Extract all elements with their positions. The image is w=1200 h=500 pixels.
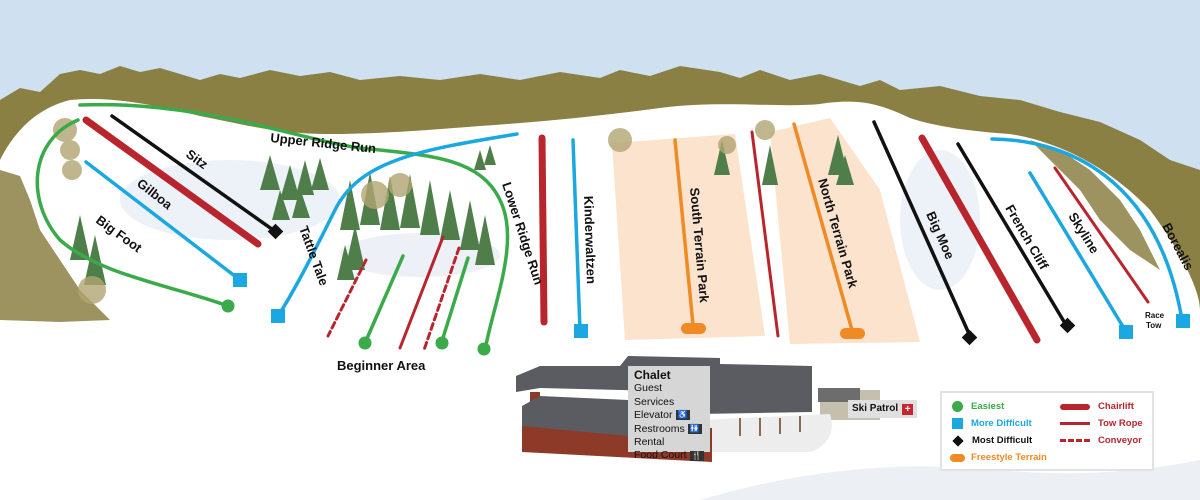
- trail-gilboa: [84, 160, 242, 282]
- more-difficult-marker: [1119, 325, 1133, 339]
- thin-red-line-icon: [1060, 422, 1090, 425]
- restroom-icon: 🚻: [687, 423, 702, 434]
- trail-kinderwaltzen: [571, 138, 582, 332]
- legend-chairlift: Chairlift: [1060, 401, 1134, 412]
- legend-tow-rope: Tow Rope: [1060, 418, 1143, 429]
- accessibility-icon: ♿: [675, 410, 690, 421]
- trail-beginner-2: [440, 256, 470, 343]
- chairlift: [82, 116, 262, 248]
- trail-skyline: [1028, 171, 1127, 332]
- chalet-title: Chalet: [634, 368, 671, 382]
- legend-most-difficult: Most Difficult: [952, 434, 1032, 447]
- most-difficult-trails: [110, 114, 1068, 338]
- chairlift: [538, 134, 548, 326]
- green-circle-icon: [952, 401, 963, 412]
- freestyle-marker: [681, 323, 706, 334]
- trail-big-foot: [35, 118, 230, 308]
- evergreen-trees: [70, 135, 854, 285]
- legend-conveyor: Conveyor: [1060, 435, 1142, 446]
- easiest-marker: [477, 342, 491, 356]
- thick-red-line-icon: [1060, 403, 1090, 410]
- trail-french-cliff: [956, 142, 1068, 327]
- label-beginner-area: Beginner Area: [337, 358, 426, 373]
- ski-patrol-label: Ski Patrol+: [848, 400, 918, 418]
- trail-north-terrain-park: [792, 122, 854, 332]
- conveyor: [326, 258, 368, 338]
- trail-sitz: [110, 114, 278, 234]
- easiest-marker: [358, 336, 372, 350]
- freestyle-trails: [673, 122, 854, 332]
- more-difficult-marker: [574, 324, 588, 338]
- trail-big-moe: [872, 120, 972, 338]
- trail-upper-ridge-run: [78, 102, 510, 347]
- chalet-item-food-court: Food Court🍴: [634, 449, 704, 462]
- chalet-item-guest-services: Guest Services: [634, 382, 675, 408]
- more-difficult-markers: [233, 273, 1190, 339]
- easiest-trail-ends: [221, 299, 491, 356]
- legend-more-difficult: More Difficult: [952, 418, 1032, 429]
- right-tree-cluster: [1030, 140, 1160, 270]
- label-race-tow-2: Tow: [1146, 321, 1162, 330]
- tow-rope: [398, 235, 445, 350]
- first-aid-cross-icon: +: [902, 404, 914, 415]
- food-icon: 🍴: [689, 450, 704, 461]
- conveyor: [422, 246, 461, 352]
- easiest-marker: [221, 299, 235, 313]
- legend-easiest: Easiest: [952, 401, 1004, 412]
- more-difficult-marker: [233, 273, 247, 287]
- trail-tattle-tale: [276, 132, 519, 318]
- label-race-tow-1: Race: [1145, 311, 1165, 320]
- chalet-item-restrooms: Restrooms🚻: [634, 422, 702, 435]
- more-difficult-trails: [84, 132, 1184, 332]
- label-kinderwaltzen: Kinderwaltzen: [581, 196, 599, 285]
- blue-square-icon: [952, 418, 963, 429]
- freestyle-markers: [681, 323, 865, 339]
- black-diamond-icon: [952, 434, 964, 447]
- chairlift: [918, 134, 1041, 344]
- more-difficult-marker: [1176, 314, 1190, 328]
- chalet-item-elevator: Elevator♿: [634, 409, 690, 422]
- legend: Easiest More Difficult Most Difficult Fr…: [940, 391, 1154, 471]
- trail-borealis: [990, 137, 1184, 322]
- slope-shadow: [900, 150, 980, 290]
- most-difficult-marker: [267, 223, 284, 240]
- easiest-trails: [35, 102, 510, 347]
- trail-beginner-1: [363, 254, 405, 345]
- south-terrain-park-area: [612, 134, 765, 340]
- easiest-marker: [435, 336, 449, 350]
- snow-shading: [700, 460, 1200, 500]
- freestyle-marker: [840, 328, 865, 339]
- slope-shadow: [340, 233, 500, 277]
- race-tow-rope: [1053, 166, 1150, 304]
- orange-pill-icon: [950, 453, 965, 462]
- legend-freestyle: Freestyle Terrain: [950, 452, 1047, 463]
- more-difficult-marker: [271, 309, 285, 323]
- tow-rope: [750, 130, 780, 338]
- chalet-info-panel: Chalet Guest Services Elevator♿ Restroom…: [628, 366, 710, 461]
- chalet-roof-lower: [522, 396, 628, 436]
- chalet-item-rental: Rental: [634, 436, 665, 449]
- lifts: [82, 116, 1150, 352]
- most-difficult-marker: [1059, 317, 1076, 334]
- trail-south-terrain-park: [673, 138, 695, 327]
- left-tree-cluster: [0, 170, 110, 322]
- dashed-red-line-icon: [1060, 439, 1090, 442]
